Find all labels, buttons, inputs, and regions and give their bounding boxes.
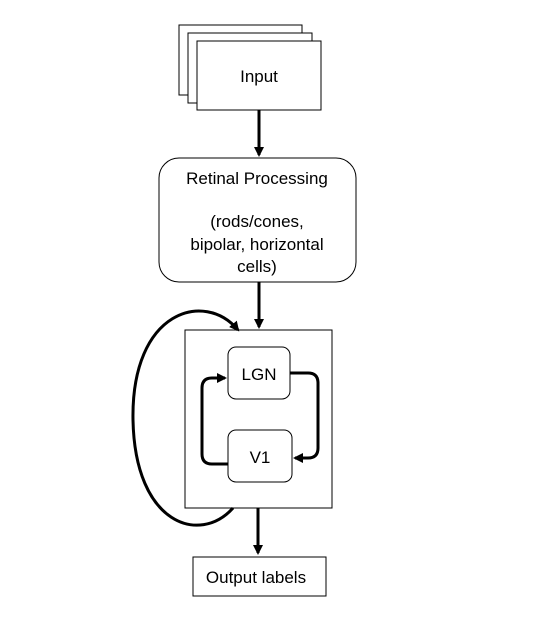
retinal-processing-title: Retinal Processing bbox=[186, 169, 328, 188]
retinal-processing-detail-2: bipolar, horizontal bbox=[190, 235, 323, 254]
v1-node: V1 bbox=[227, 429, 293, 483]
input-label: Input bbox=[240, 67, 278, 86]
retinal-processing-node: Retinal Processing (rods/cones, bipolar,… bbox=[158, 157, 357, 283]
retinal-processing-detail-1: (rods/cones, bbox=[210, 212, 304, 231]
input-page-front bbox=[196, 40, 322, 111]
output-labels-text: Output labels bbox=[206, 568, 306, 587]
input-stack: Input bbox=[178, 24, 322, 111]
arrow-lgn-to-v1 bbox=[290, 371, 320, 463]
v1-box bbox=[227, 429, 293, 483]
lgn-node: LGN bbox=[227, 346, 291, 400]
output-labels-node: Output labels bbox=[192, 556, 327, 597]
retinal-processing-detail-3: cells) bbox=[237, 257, 277, 276]
output-labels-box bbox=[192, 556, 327, 597]
lgn-label: LGN bbox=[242, 365, 277, 384]
arrow-feedback-loop bbox=[131, 309, 240, 527]
v1-label: V1 bbox=[250, 448, 271, 467]
arrow-v1-to-lgn bbox=[200, 373, 228, 466]
